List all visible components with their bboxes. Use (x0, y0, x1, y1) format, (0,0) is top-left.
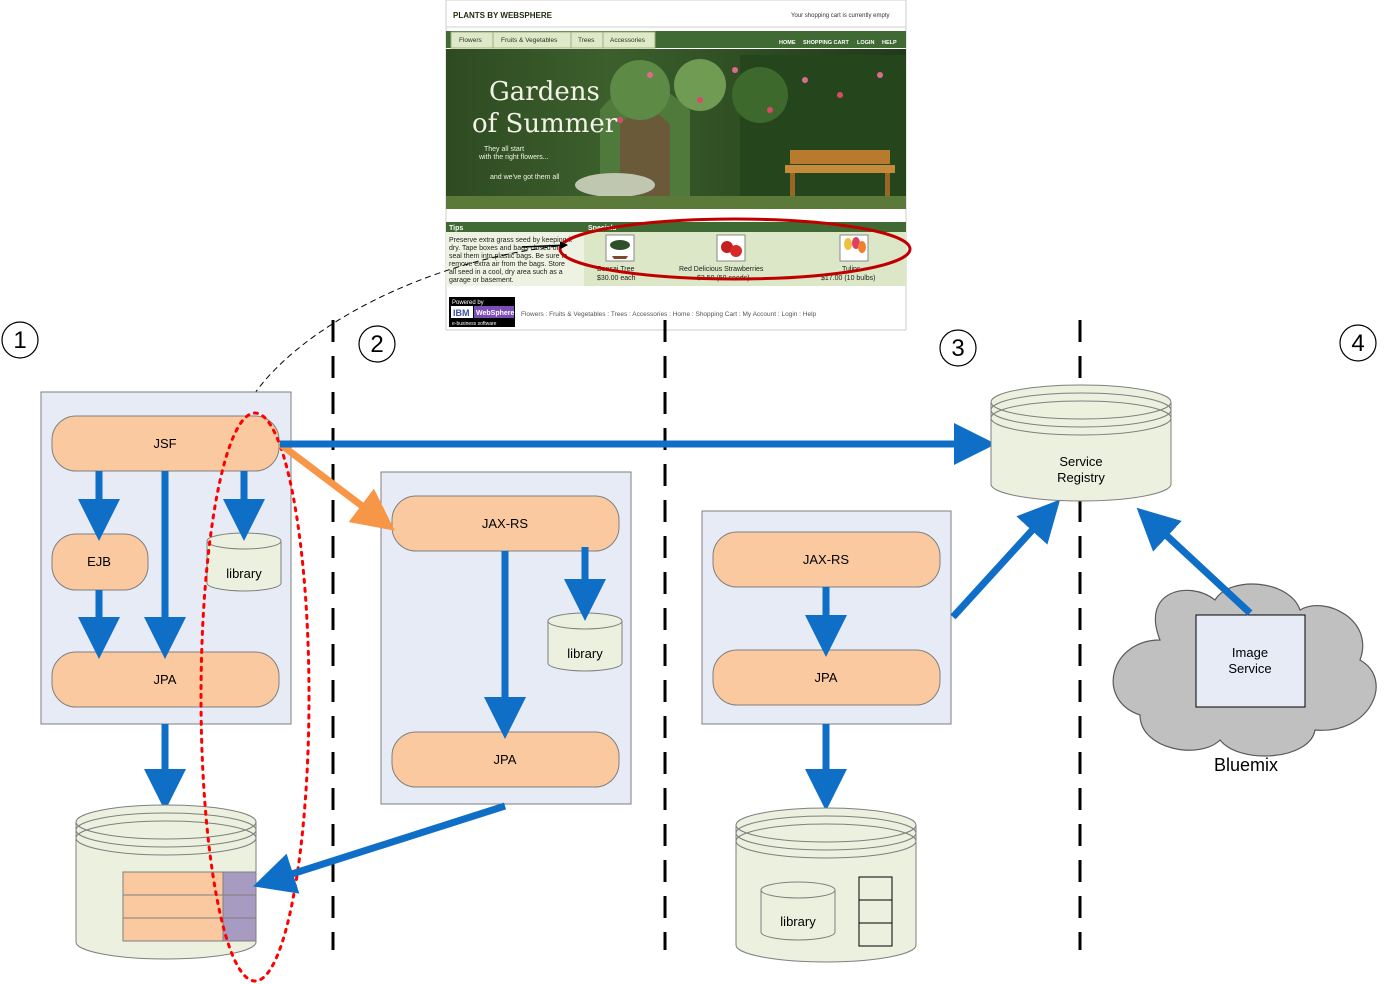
stage-3-library-label: library (780, 914, 816, 929)
stage-3: JAX-RS JPA (701, 510, 952, 811)
ss-tip-line: remove extra air from the bags. Store (449, 261, 565, 268)
image-service-label-1: Image (1232, 645, 1268, 660)
step-4-marker: 4 (1339, 324, 1377, 362)
bluemix-label: Bluemix (1214, 755, 1278, 775)
ss-tab-fruits-label: Fruits & Vegetables (501, 37, 558, 44)
ss-product-name[interactable]: Tulips (842, 266, 861, 273)
stage-2-library-db[interactable]: library (547, 612, 623, 672)
arrow-stage3-to-registry (950, 499, 1061, 620)
ss-ebusiness: e-business software (452, 321, 497, 327)
ss-nav: HOME SHOPPING CART LOGIN HELP (779, 40, 897, 46)
ss-ibm-logo: IBM (453, 308, 470, 318)
ss-hero-sub-3: and we've got them all (490, 174, 560, 181)
stage-3-jaxrs-label: JAX-RS (803, 552, 850, 567)
ss-hero-sub-1: They all start (484, 146, 524, 153)
ss-nav-help[interactable]: HELP (882, 40, 897, 46)
ss-tab-flowers-label: Flowers (459, 37, 483, 44)
arrow-stage2-to-db (252, 802, 507, 894)
ss-hero-title-2: of Summer (472, 109, 618, 139)
arrow-imageservice-to-registry (1136, 507, 1253, 616)
ss-tab-accessories[interactable] (602, 31, 656, 49)
ss-tip-line: seal them into plastic bags. Be sure to (449, 253, 567, 260)
step-2-number: 2 (370, 331, 383, 358)
ss-product-name[interactable]: Red Delicious Strawberries (679, 266, 764, 273)
service-registry[interactable]: Service Registry (990, 384, 1172, 502)
ss-hero-sub-2: with the right flowers... (478, 154, 549, 161)
ss-tip-line: dry. Tape boxes and bags closed or (449, 245, 560, 252)
ss-cart-status: Your shopping cart is currently empty (791, 13, 890, 19)
ss-tab-trees-label: Trees (578, 37, 595, 44)
registry-label-2: Registry (1057, 470, 1105, 485)
stage-1-database[interactable] (75, 804, 257, 960)
database-table (122, 871, 257, 942)
step-1-marker: 1 (1, 321, 39, 359)
step-markers: 1 2 3 4 (1, 321, 1377, 367)
registry-label-1: Service (1059, 454, 1102, 469)
stage-1-jpa-label: JPA (154, 672, 177, 687)
stage-separators (331, 320, 1082, 950)
webpage-screenshot: PLANTS BY WEBSPHERE Your shopping cart i… (445, 0, 907, 331)
ss-footer-links[interactable]: Flowers : Fruits & Vegetables : Trees : … (521, 311, 817, 318)
image-service-label-2: Service (1228, 661, 1271, 676)
ss-specials-panel: Specials Bonsai Tree $30.00 each Red Del… (584, 222, 906, 286)
ejb-label: EJB (87, 554, 111, 569)
stage-3-database[interactable]: library (735, 807, 917, 963)
jsf-label: JSF (153, 436, 176, 451)
stage-1-library-db[interactable]: library (206, 532, 282, 592)
stage-2: JAX-RS library JPA (380, 471, 632, 805)
step-4-number: 4 (1351, 330, 1364, 357)
stage-2-library-label: library (567, 646, 603, 661)
ss-tip-line: all seed in a cool, dry area such as a (449, 269, 563, 276)
ss-product-price: $30.00 each (597, 275, 636, 282)
step-3-number: 3 (951, 335, 964, 362)
ss-nav-cart[interactable]: SHOPPING CART (803, 40, 849, 46)
tips-pointer-arrow (521, 241, 568, 250)
ss-tip-line: Preserve extra grass seed by keeping it (449, 237, 572, 244)
ss-tab-accessories-label: Accessories (610, 37, 646, 44)
stage-2-jpa-label: JPA (494, 752, 517, 767)
stage-1: JSF EJB library JPA (40, 391, 292, 811)
ss-tip-line: garage or basement. (449, 277, 514, 284)
stage-1-library-label: library (226, 566, 262, 581)
stage-3-table (858, 876, 893, 947)
stage-3-library-db[interactable]: library (760, 881, 836, 941)
ss-hero-banner: Gardens of Summer They all start with th… (446, 49, 906, 209)
ss-footer: Powered by IBM WebSphere e-business soft… (449, 297, 817, 327)
stage-3-jpa-label: JPA (815, 670, 838, 685)
dashed-connector (254, 244, 568, 394)
step-1-number: 1 (13, 327, 26, 354)
library-highlight-ellipse (199, 411, 311, 983)
ss-nav-home[interactable]: HOME (779, 40, 796, 46)
ss-nav-login[interactable]: LOGIN (857, 40, 874, 46)
stage-2-jaxrs-label: JAX-RS (482, 516, 529, 531)
arrow-jsf-to-jaxrs (277, 441, 395, 531)
ss-product-price: $17.00 (10 bulbs) (821, 275, 875, 282)
ss-hero-title-1: Gardens (489, 77, 600, 107)
ss-tips-panel: Tips Preserve extra grass seed by keepin… (446, 222, 584, 286)
image-service-box[interactable] (1195, 614, 1306, 708)
bluemix-cloud: Image Service Bluemix (1112, 583, 1377, 775)
ss-tips-header: Tips (449, 225, 463, 232)
ss-powered-by: Powered by (452, 300, 484, 306)
ss-tabs: Flowers Fruits & Vegetables Trees Access… (450, 31, 656, 49)
step-2-marker: 2 (358, 325, 396, 363)
ss-websphere-logo: WebSphere (476, 310, 514, 317)
step-3-marker: 3 (939, 329, 977, 367)
ss-brand: PLANTS BY WEBSPHERE (453, 11, 553, 20)
